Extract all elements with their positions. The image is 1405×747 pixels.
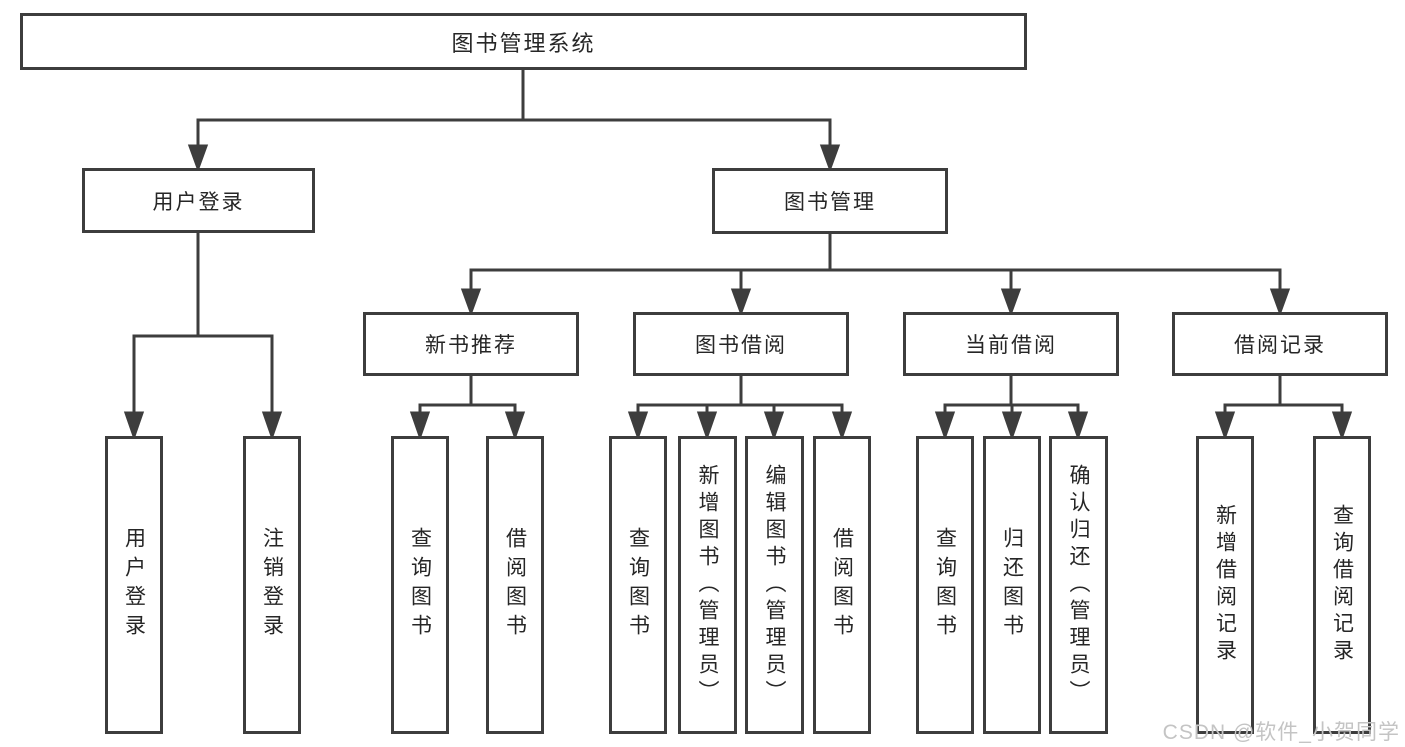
leaf-borrow-query-books-label: 查询图书 — [626, 527, 650, 643]
leaf-logout-label: 注销登录 — [260, 527, 284, 643]
edges-book-management-to-level3 — [460, 234, 1291, 317]
leaf-current-return-books-label: 归还图书 — [1000, 527, 1024, 643]
leaf-newbook-query-books-label: 查询图书 — [408, 527, 432, 643]
leaf-newbook-query-books: 查询图书 — [391, 436, 449, 734]
edges-borrow-records-to-leaves — [1214, 376, 1353, 441]
node-book-borrow-label: 图书借阅 — [695, 334, 787, 357]
leaf-records-query-record: 查询借阅记录 — [1313, 436, 1371, 734]
node-new-book-recommend: 新书推荐 — [363, 312, 579, 376]
leaf-borrow-edit-books-admin: 编辑图书（管理员） — [745, 436, 804, 734]
node-new-book-recommend-label: 新书推荐 — [425, 334, 517, 357]
leaf-current-query-books-label: 查询图书 — [933, 527, 957, 643]
leaf-borrow-edit-books-admin-label: 编辑图书（管理员） — [763, 463, 786, 707]
leaf-current-confirm-return-admin-label: 确认归还（管理员） — [1067, 463, 1090, 707]
leaf-records-query-record-label: 查询借阅记录 — [1330, 504, 1354, 666]
edges-user-login-to-leaves — [123, 233, 283, 441]
leaf-records-add-record: 新增借阅记录 — [1196, 436, 1254, 734]
node-current-borrow-label: 当前借阅 — [965, 334, 1057, 357]
leaf-borrow-query-books: 查询图书 — [609, 436, 667, 734]
node-user-login: 用户登录 — [82, 168, 315, 233]
node-book-management: 图书管理 — [712, 168, 948, 234]
watermark: CSDN @软件_小贺同学 — [1162, 721, 1400, 744]
leaf-newbook-borrow-books: 借阅图书 — [486, 436, 544, 734]
node-borrow-records: 借阅记录 — [1172, 312, 1388, 376]
leaf-current-confirm-return-admin: 确认归还（管理员） — [1049, 436, 1108, 734]
node-book-borrow: 图书借阅 — [633, 312, 849, 376]
leaf-current-query-books: 查询图书 — [916, 436, 974, 734]
leaf-user-login: 用户登录 — [105, 436, 163, 734]
edges-current-borrow-to-leaves — [934, 376, 1089, 441]
node-library-system-label: 图书管理系统 — [451, 30, 596, 56]
leaf-logout: 注销登录 — [243, 436, 301, 734]
edges-root-to-level2 — [187, 69, 841, 173]
node-library-system: 图书管理系统 — [20, 13, 1027, 70]
edges-book-borrow-to-leaves — [627, 376, 853, 441]
leaf-records-add-record-label: 新增借阅记录 — [1213, 504, 1237, 666]
leaf-borrow-add-books-admin-label: 新增图书（管理员） — [696, 463, 719, 707]
node-book-management-label: 图书管理 — [784, 191, 876, 214]
leaf-current-return-books: 归还图书 — [983, 436, 1041, 734]
leaf-borrow-borrow-books-label: 借阅图书 — [830, 527, 854, 643]
leaf-borrow-add-books-admin: 新增图书（管理员） — [678, 436, 737, 734]
leaf-borrow-borrow-books: 借阅图书 — [813, 436, 871, 734]
node-user-login-label: 用户登录 — [152, 190, 245, 214]
edges-new-book-to-leaves — [409, 376, 526, 441]
leaf-newbook-borrow-books-label: 借阅图书 — [503, 527, 527, 643]
leaf-user-login-label: 用户登录 — [122, 527, 146, 643]
node-borrow-records-label: 借阅记录 — [1234, 334, 1326, 357]
node-current-borrow: 当前借阅 — [903, 312, 1119, 376]
